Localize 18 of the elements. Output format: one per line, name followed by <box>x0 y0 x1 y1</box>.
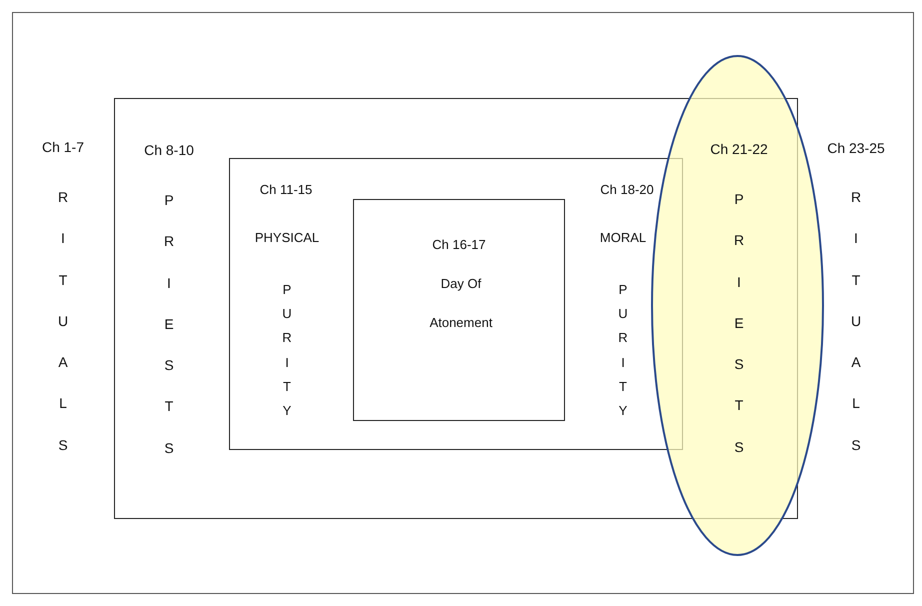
chapter-label: MORAL <box>600 229 646 247</box>
vertical-label: PURITY <box>282 281 292 420</box>
vertical-label: PRIESTS <box>164 191 174 458</box>
vertical-label: PURITY <box>618 281 628 420</box>
outer-frame <box>12 12 914 594</box>
vertical-label: PRIESTS <box>734 190 744 457</box>
chapter-label: Ch 11-15 <box>260 181 312 199</box>
box-title: Day Of Atonement <box>430 275 492 332</box>
vertical-label: RITUALS <box>850 188 862 455</box>
chapter-label: Ch 21-22 <box>710 140 768 158</box>
chapter-label: Ch 23-25 <box>827 139 885 157</box>
chapter-label: Ch 8-10 <box>144 141 194 159</box>
chapter-label: Ch 1-7 <box>42 138 84 156</box>
chapter-label: Ch 18-20 <box>600 181 654 199</box>
chapter-label: Ch 16-17 <box>432 236 486 254</box>
chapter-label: PHYSICAL <box>254 229 320 247</box>
vertical-label: RITUALS <box>58 188 68 455</box>
nested-box <box>353 199 565 421</box>
